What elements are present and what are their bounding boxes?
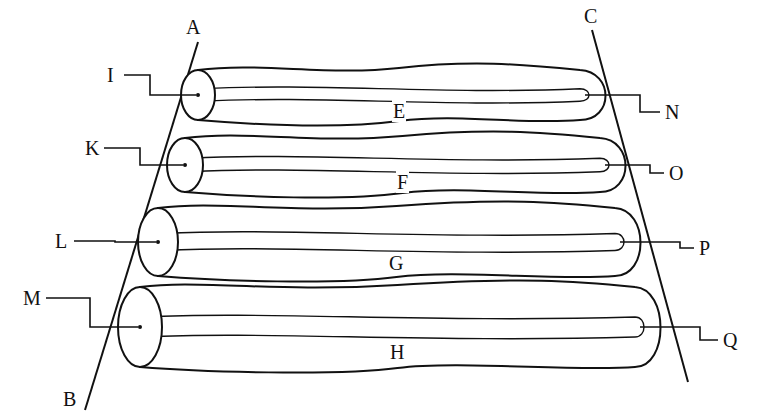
point-label: C [583, 5, 598, 27]
tube-inner-line [146, 315, 644, 338]
point-label: L [54, 230, 68, 252]
centre-dot [156, 240, 160, 244]
point-label: P [698, 237, 711, 259]
leader-line [124, 75, 196, 95]
point-label: O [668, 162, 684, 184]
tube-outline [158, 202, 641, 282]
leader-line [640, 327, 718, 340]
centre-dot [138, 325, 142, 329]
point-label: B [62, 388, 77, 410]
point-label: Q [722, 329, 738, 351]
tube-label: H [389, 341, 405, 363]
point-label: I [106, 64, 115, 86]
centre-dot [196, 93, 200, 97]
leader-line [620, 242, 694, 248]
tube-label: G [388, 252, 404, 274]
leader-line [74, 241, 156, 242]
point-label: M [22, 287, 42, 309]
point-label: A [185, 16, 201, 38]
leader-line [605, 165, 664, 173]
tube-label: E [392, 100, 406, 122]
tube-outline [185, 132, 626, 198]
point-label: K [84, 137, 100, 159]
leader-line [46, 298, 138, 327]
tube-inner-line [164, 232, 624, 252]
tube-outline [140, 281, 661, 373]
tube-outline [198, 64, 606, 126]
centre-dot [183, 163, 187, 167]
point-label: N [664, 101, 680, 123]
leader-line [104, 148, 183, 165]
leader-line [585, 95, 660, 112]
tube-label: F [396, 171, 409, 193]
